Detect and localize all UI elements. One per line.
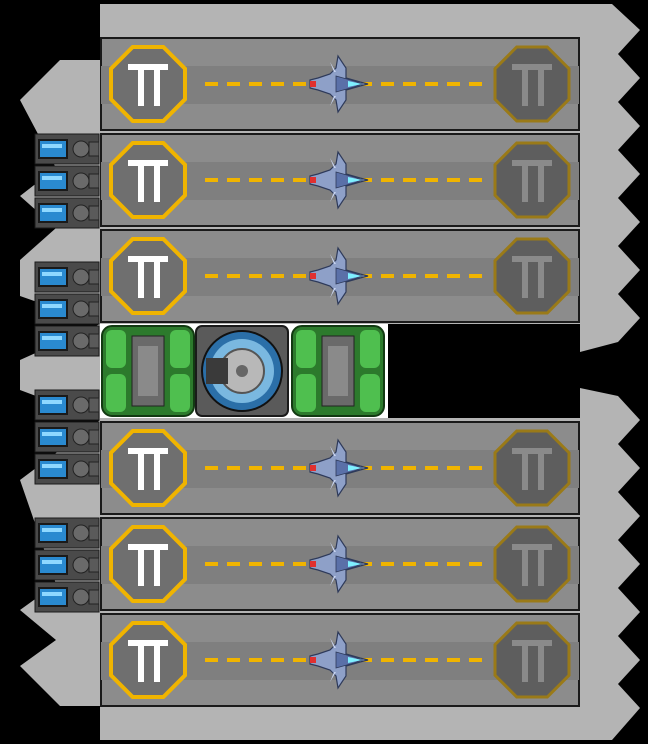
- launch-pad-icon[interactable]: [109, 429, 187, 507]
- thruster-icon[interactable]: [34, 421, 100, 453]
- hangar-bay: [100, 37, 580, 131]
- hangar-bay: [100, 613, 580, 707]
- hangar-bay: [100, 421, 580, 515]
- thruster-icon[interactable]: [34, 133, 100, 165]
- landing-pad-icon[interactable]: [493, 45, 571, 123]
- fuel-tank-icon: [101, 325, 195, 417]
- launch-pad-icon[interactable]: [109, 141, 187, 219]
- thruster-icon[interactable]: [34, 389, 100, 421]
- landing-pad-icon[interactable]: [493, 237, 571, 315]
- landing-pad-icon[interactable]: [493, 141, 571, 219]
- thruster-icon[interactable]: [34, 165, 100, 197]
- landing-pad-icon[interactable]: [493, 525, 571, 603]
- launch-pad-icon[interactable]: [109, 621, 187, 699]
- thruster-icon[interactable]: [34, 293, 100, 325]
- thruster-icon[interactable]: [34, 549, 100, 581]
- hangar-bay: [100, 229, 580, 323]
- hangar-bay: [100, 517, 580, 611]
- launch-pad-icon[interactable]: [109, 45, 187, 123]
- center-module: [100, 324, 388, 418]
- fuel-tank-icon: [291, 325, 385, 417]
- engine-group: [34, 389, 100, 485]
- thruster-icon[interactable]: [34, 581, 100, 613]
- hangar-bay: [100, 133, 580, 227]
- engine-group: [34, 133, 100, 229]
- engine-group: [34, 261, 100, 357]
- launch-pad-icon[interactable]: [109, 525, 187, 603]
- reactor-core-icon: [195, 325, 289, 417]
- thruster-icon[interactable]: [34, 197, 100, 229]
- thruster-icon[interactable]: [34, 453, 100, 485]
- thruster-icon[interactable]: [34, 261, 100, 293]
- landing-pad-icon[interactable]: [493, 429, 571, 507]
- landing-pad-icon[interactable]: [493, 621, 571, 699]
- engine-group: [34, 517, 100, 613]
- thruster-icon[interactable]: [34, 325, 100, 357]
- launch-pad-icon[interactable]: [109, 237, 187, 315]
- thruster-icon[interactable]: [34, 517, 100, 549]
